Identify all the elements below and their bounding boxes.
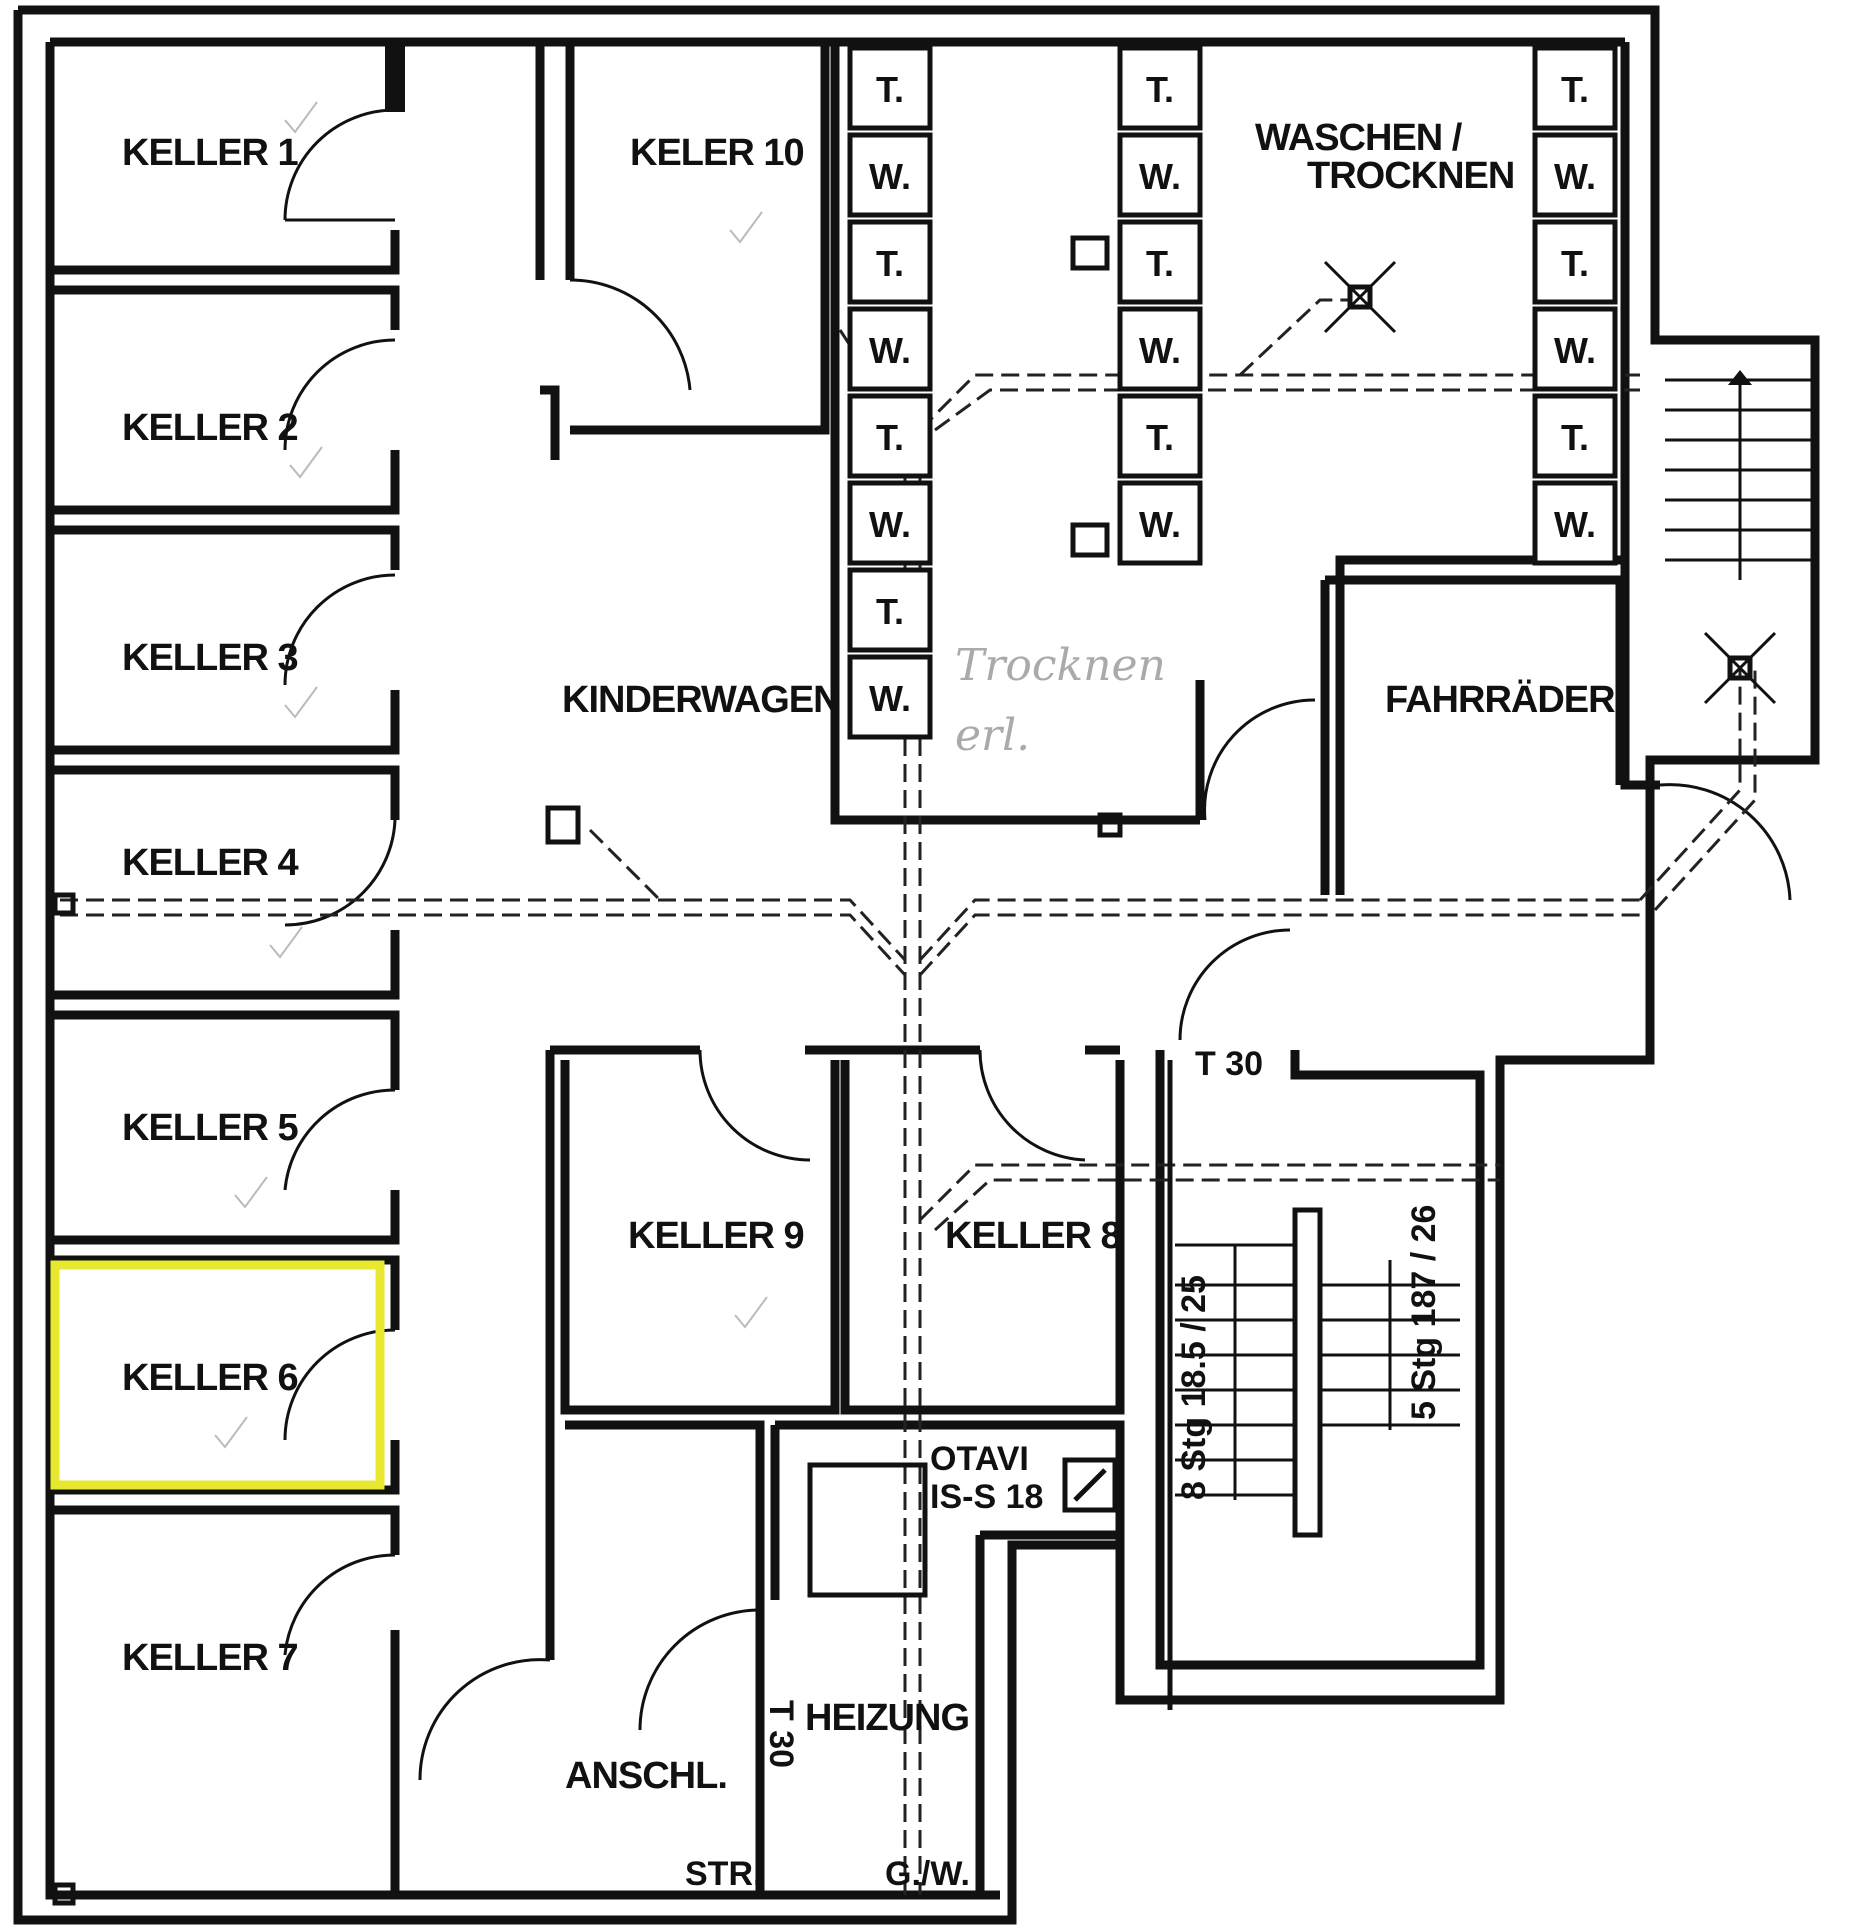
machine-label: W. [869,678,911,719]
room-label-fahrraeder: FAHRRÄDER [1385,678,1615,721]
stair-spec: 5 Stg 187 / 26 [1405,1205,1443,1420]
room-label-trocknen: TROCKNEN [1307,155,1514,197]
room-label-keller-4: KELLER 4 [122,842,299,884]
machine-label: W. [1554,330,1596,371]
equipment-label: IS-S 18 [930,1478,1043,1516]
machine-label: T. [876,417,904,458]
room-label-keller-8: KELLER 8 [945,1215,1121,1257]
room-label-keller-1: KELLER 1 [122,132,299,174]
equipment-label: OTAVI [930,1440,1029,1478]
fire-door-rating: T 30 [1195,1045,1263,1083]
room-label-keller-6: KELLER 6 [122,1357,298,1399]
room-label-keller-10: KELER 10 [630,132,804,174]
room-label-keller-5: KELLER 5 [122,1107,299,1149]
room-label-keller-2: KELLER 2 [122,407,298,449]
room-label-heizung: HEIZUNG [805,1697,969,1739]
light-icon [1323,260,1397,334]
machine-label: T. [1561,243,1589,284]
stairs-entrance [1665,370,1815,580]
machine-label: T. [1146,417,1174,458]
machine-label: W. [869,156,911,197]
laundry-machines: T. W. T. W. T. W. T. W. T. W. T. W. T. W… [847,45,1618,740]
light-fixtures [1323,260,1777,705]
machine-label: T. [876,69,904,110]
machine-label: W. [1139,156,1181,197]
check-marks [214,101,768,1449]
stair-spec: 8 Stg 18.5 / 25 [1175,1275,1213,1500]
machine-label: W. [869,504,911,545]
machine-label: W. [1139,504,1181,545]
machine-label: T. [876,243,904,284]
machine-column-mid [1117,45,1203,566]
room-labels: KELLER 1 KELLER 2 KELLER 3 KELLER 4 KELL… [122,117,1616,1797]
machine-label: T. [1561,69,1589,110]
handwritten-note: Trocknen [955,640,1166,691]
machine-label: W. [1554,156,1596,197]
machine-label: W. [1139,330,1181,371]
room-label-kinderwagen: KINDERWAGEN [562,679,840,721]
machine-label: T. [1146,243,1174,284]
machine-label: T. [1561,417,1589,458]
room-label-anschl: ANSCHL. [565,1755,727,1797]
machine-column-right [1532,45,1618,566]
keller-6-highlight[interactable] [50,1260,385,1490]
room-label-keller-7: KELLER 7 [122,1637,298,1679]
fire-door-rating: T 30 [762,1700,800,1768]
laundry-walls [830,42,1660,895]
light-icon [1703,631,1777,705]
keller10-walls [535,42,830,460]
machine-label: W. [1554,504,1596,545]
room-label-waschen: WASCHEN / [1255,117,1463,159]
stairwell [1167,1060,1460,1710]
machine-label: W. [869,330,911,371]
utility-label: STR. [685,1855,762,1893]
machine-label: T. [876,591,904,632]
fixtures [52,235,1123,1906]
utility-label: G./W. [885,1855,970,1893]
door-swings [283,108,1792,1781]
lower-walls [545,1045,1485,1895]
annotations: T 30 T 30 OTAVI IS-S 18 8 Stg 18.5 / 25 … [685,640,1443,1893]
room-label-keller-3: KELLER 3 [122,637,298,679]
machine-label: T. [1146,69,1174,110]
room-label-keller-9: KELLER 9 [628,1215,804,1257]
handwritten-note: erl. [955,710,1030,761]
machine-column-left [847,45,933,740]
left-storage-walls [50,42,405,1895]
